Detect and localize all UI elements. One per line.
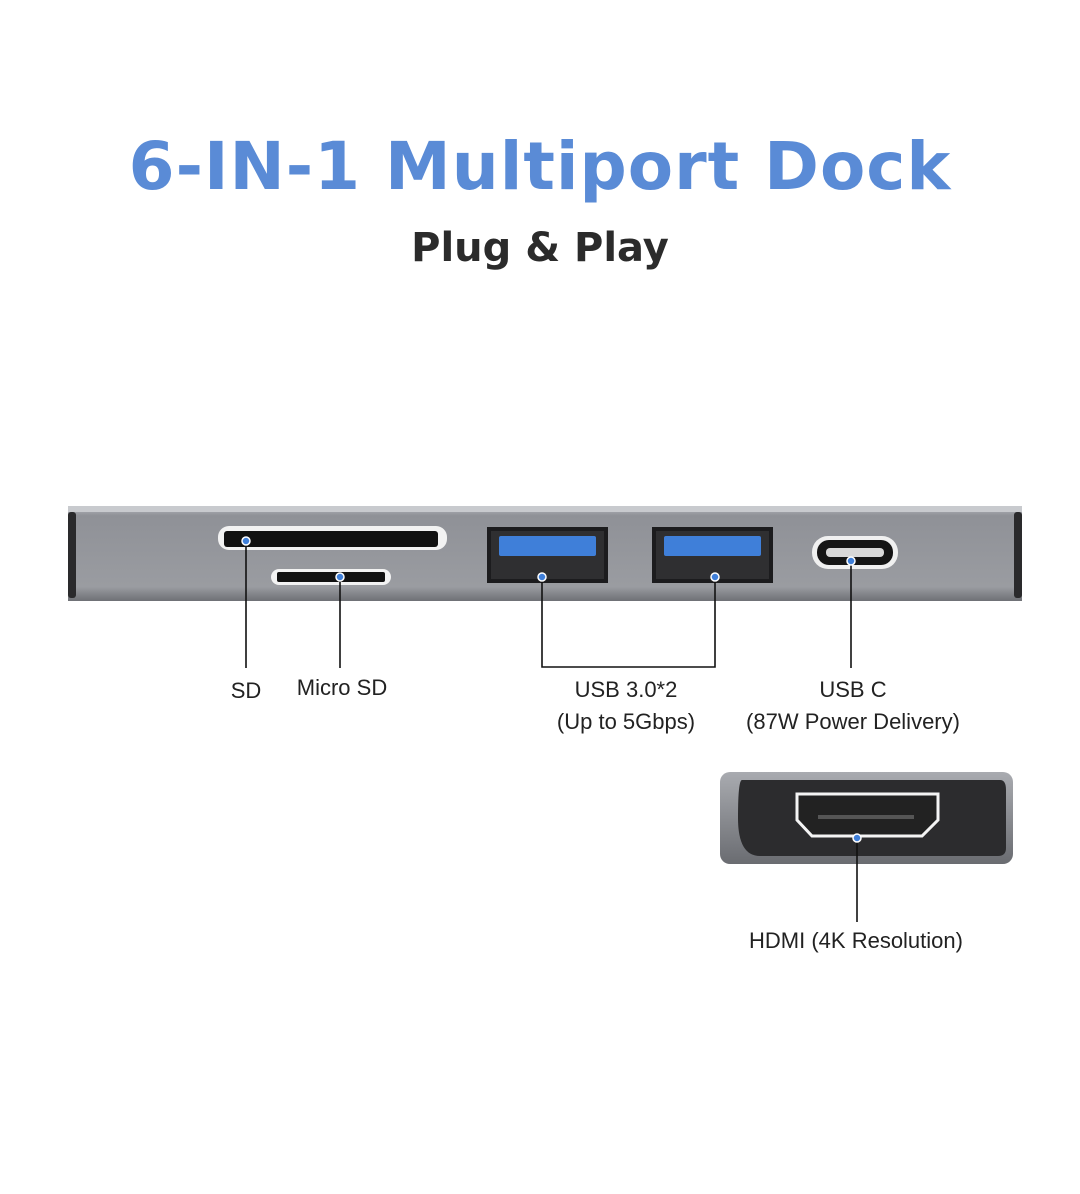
label-usb-c-line1: USB C bbox=[819, 677, 887, 702]
label-usb-line1: USB 3.0*2 bbox=[574, 677, 678, 702]
label-usb-line2: (Up to 5Gbps) bbox=[556, 709, 696, 734]
sd-slot bbox=[218, 526, 447, 550]
hdmi-side bbox=[720, 772, 1013, 864]
usb-port-1 bbox=[487, 527, 608, 583]
micro-sd-slot bbox=[271, 569, 391, 585]
label-sd: SD bbox=[230, 678, 262, 703]
label-micro-sd: Micro SD bbox=[296, 675, 388, 700]
usb-port-2 bbox=[652, 527, 773, 583]
label-usb-c: USB C (87W Power Delivery) bbox=[723, 674, 983, 738]
label-usb-c-line2: (87W Power Delivery) bbox=[746, 709, 960, 734]
page-subtitle: Plug & Play bbox=[411, 225, 669, 271]
callout-dots bbox=[241, 536, 862, 843]
callout-lines bbox=[245, 541, 858, 922]
usb-c-port bbox=[812, 536, 898, 569]
label-hdmi: HDMI (4K Resolution) bbox=[749, 928, 963, 953]
page-title: 6-IN-1 Multiport Dock bbox=[128, 128, 952, 205]
label-usb: USB 3.0*2 (Up to 5Gbps) bbox=[526, 674, 726, 738]
